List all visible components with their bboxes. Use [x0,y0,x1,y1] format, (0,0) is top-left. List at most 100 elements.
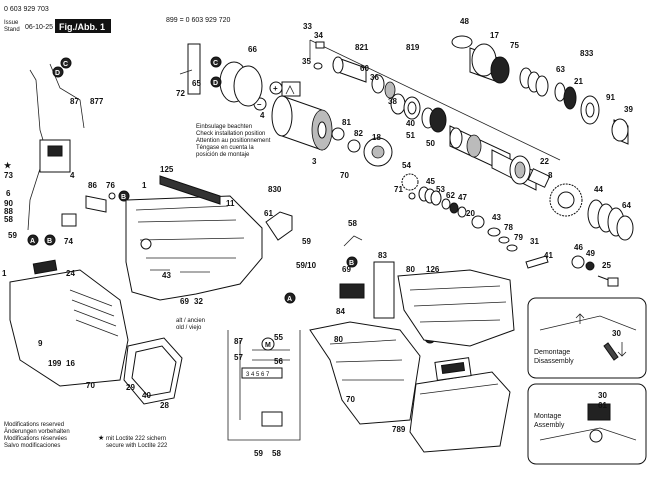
part-31 [525,255,549,269]
label-82: 82 [354,129,363,138]
fig-label-box [55,19,111,33]
label-789: 789 [392,425,406,434]
label-83: 83 [378,251,387,260]
label-3: 3 [312,157,317,166]
part-82 [347,139,361,153]
label-69: 69 [180,297,189,306]
assembly-axis-line [309,39,561,161]
label-32: 32 [194,297,203,306]
part-22-tip [527,168,551,188]
marker-d-mid-label: D [213,80,218,87]
label-36: 36 [370,73,379,82]
marker-d-mid [210,76,222,88]
marker-a-mid-label: A [287,296,292,303]
label-57: 57 [234,353,243,362]
part-48 [451,35,473,49]
part-8-inner [514,161,526,179]
label-59-mid: 59 [302,237,311,246]
inset-assembly-housing [539,427,637,441]
part-61-in-inset [587,403,611,421]
label-1-handle: 1 [2,269,7,278]
marker-c-mid-label: C [213,60,218,67]
up-arrow-icon [575,313,585,324]
label-87: 87 [70,97,79,106]
part-830 [265,211,293,241]
wiring-schematic [227,330,301,441]
label-88: 88 [4,207,13,216]
part-50 [429,107,447,133]
insulation-note-1: Einbsulage beachten [196,124,252,130]
label-65: 65 [192,79,201,88]
label-80-right: 80 [406,265,415,274]
label-81: 81 [342,118,351,127]
label-star: ★ [4,161,12,170]
motor-arrow [285,85,295,95]
label-126: 126 [426,265,440,274]
label-66: 66 [248,45,257,54]
label-61-assembly: 61 [598,401,607,410]
label-6: 6 [6,189,11,198]
fig-label: Fig./Abb. 1 [59,22,105,32]
label-43: 43 [492,213,501,222]
label-31: 31 [530,237,539,246]
label-79: 79 [514,233,523,242]
loctite-star-icon: ★ [98,434,104,442]
label-28: 28 [160,401,169,410]
inset-disassembly [527,297,647,379]
motor-symbol-label: M [265,342,271,349]
minus-sign: – [257,100,262,109]
label-91: 91 [606,93,615,102]
label-76: 76 [106,181,115,190]
variant-note: 899 = 0 603 929 720 [166,17,231,24]
part-125-plate [159,175,221,205]
part-75 [490,56,510,84]
label-4-switch: 4 [70,171,75,180]
disassembly-en: Disassembly [534,358,574,365]
marker-b-housing [118,190,130,202]
label-53: 53 [436,185,445,194]
label-75: 75 [510,41,519,50]
label-30-assembly: 30 [598,391,607,400]
label-1-housing: 1 [142,181,147,190]
label-48: 48 [460,17,469,26]
part-number-labels: 33 34 35 821 60 36 819 48 17 75 833 63 2… [2,17,633,458]
screwdriver-icon [603,342,619,361]
doc-number: 0 603 929 703 [4,6,49,13]
connector-block [241,367,283,379]
loctite-note-1: mit Loctite 222 sichern [106,436,166,442]
part-86 [85,195,107,213]
part-53 [441,198,451,210]
label-70-mid: 70 [340,171,349,180]
label-125: 125 [160,165,174,174]
label-21: 21 [574,77,583,86]
part-46 [571,255,585,269]
label-72: 72 [176,89,185,98]
down-arrow-icon [617,342,627,357]
label-45: 45 [426,177,435,186]
label-78: 78 [504,223,513,232]
stand-label: Stand [4,27,20,33]
marker-a-mid [284,292,296,304]
label-70-lower: 70 [346,395,355,404]
part-64 [616,215,634,241]
part-821 [371,74,385,94]
part-45-spring [418,186,442,206]
mod-note-1: Modifications reserved [4,422,64,428]
label-69-mid: 69 [342,265,351,274]
housing-half-11 [125,195,263,301]
part-65-bracket [187,43,201,95]
part-30-in-inset [589,429,603,443]
part-58-clip [343,235,363,247]
label-59-bottom: 59 [254,449,263,458]
part-81 [331,127,345,141]
label-18: 18 [372,133,381,142]
part-35 [313,62,323,70]
label-24: 24 [66,269,75,278]
marker-d-top [52,66,64,78]
part-25-head [607,277,619,287]
label-59-10: 59/10 [296,261,317,270]
label-70-handle: 70 [86,381,95,390]
label-47: 47 [458,193,467,202]
issue-label: Issue [4,20,19,26]
